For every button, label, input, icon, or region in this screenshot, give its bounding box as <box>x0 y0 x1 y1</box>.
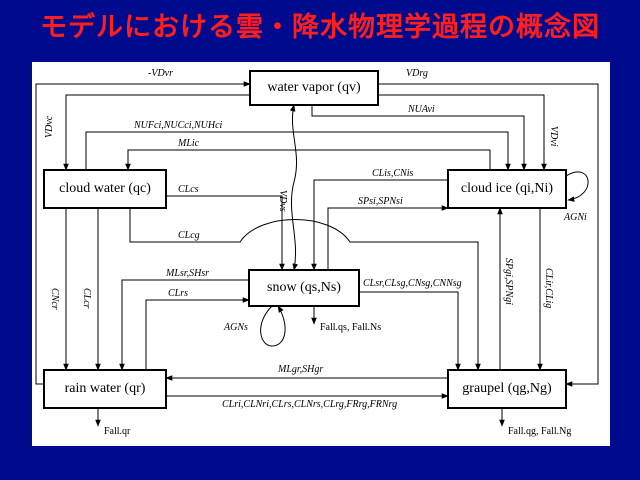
water-vapor-box <box>249 70 379 106</box>
label-spsi: SPsi,SPNsi <box>358 196 403 207</box>
graupel-box <box>447 369 567 409</box>
label-clsr: CLsr,CLsg,CNsg,CNNsg <box>363 278 462 289</box>
arrow-clcg <box>129 208 481 371</box>
arrow-spsi <box>327 205 449 270</box>
label-agi: AGNi <box>563 212 587 223</box>
label-fall-snow: Fall.qs, Fall.Ns <box>320 322 381 333</box>
label-fall-graupel: Fall.qg, Fall.Ng <box>508 426 571 437</box>
label-vdrg: VDrg <box>406 68 428 79</box>
label-fall-rain: Fall.qr <box>104 426 131 437</box>
arrow-vdvi <box>378 94 547 171</box>
loop-ags <box>260 305 286 347</box>
label-spgi: SPgi,SPNgi <box>503 258 514 305</box>
label-clir: CLir,CLig <box>543 268 554 308</box>
arrow-nuavi <box>311 105 527 171</box>
graupel-label: graupel (qg,Ng) <box>462 381 552 396</box>
arrow-vdvs-up <box>289 104 298 271</box>
cloud-water-box <box>43 169 167 209</box>
arrow-clrs <box>145 297 250 370</box>
label-vdvi: VDvi <box>548 126 559 147</box>
arrow-vdvr <box>35 81 251 385</box>
arrow-clis <box>311 179 448 271</box>
cloud-ice-label: cloud ice (qi,Ni) <box>461 181 553 196</box>
arrow-vdvc <box>63 94 250 171</box>
diagram-panel: water vapor (qv) cloud water (qc) cloud … <box>32 62 610 446</box>
label-cncr: CNcr <box>49 288 60 310</box>
rain-water-label: rain water (qr) <box>65 381 146 396</box>
water-vapor-label: water vapor (qv) <box>267 80 361 95</box>
arrow-mlsr <box>119 279 249 371</box>
label-clcs: CLcs <box>178 184 199 195</box>
label-clcr: CLcr <box>81 288 92 309</box>
snow-box <box>248 269 360 307</box>
cloud-water-label: cloud water (qc) <box>59 181 151 196</box>
label-ags: AGNs <box>223 322 248 333</box>
label-mlgr: MLgr,SHgr <box>277 364 323 375</box>
label-nuf: NUFci,NUCci,NUHci <box>133 120 223 131</box>
label-vdvr: -VDvr <box>148 68 173 79</box>
slide-title: モデルにおける雲・降水物理学過程の概念図 <box>40 12 600 43</box>
label-nuavi: NUAvi <box>407 104 435 115</box>
arrow-vdrg <box>378 83 599 387</box>
label-clrs: CLrs <box>168 288 188 299</box>
arrow-mlic <box>125 149 491 171</box>
arrow-clcs <box>166 195 285 271</box>
label-mlic: MLic <box>177 138 200 149</box>
snow-label: snow (qs,Ns) <box>267 280 341 295</box>
label-clcg: CLcg <box>178 230 200 241</box>
label-vdvc: VDvc <box>44 115 55 138</box>
label-mlsr: MLsr,SHsr <box>165 268 209 279</box>
loop-agi <box>565 171 589 202</box>
label-clis: CLis,CNis <box>372 168 414 179</box>
arrow-clsr <box>359 291 461 371</box>
rain-water-box <box>43 369 167 409</box>
label-clri: CLri,CLNri,CLrs,CLNrs,CLrg,FRrg,FRNrg <box>222 399 397 410</box>
process-diagram: water vapor (qv) cloud water (qc) cloud … <box>35 68 599 437</box>
